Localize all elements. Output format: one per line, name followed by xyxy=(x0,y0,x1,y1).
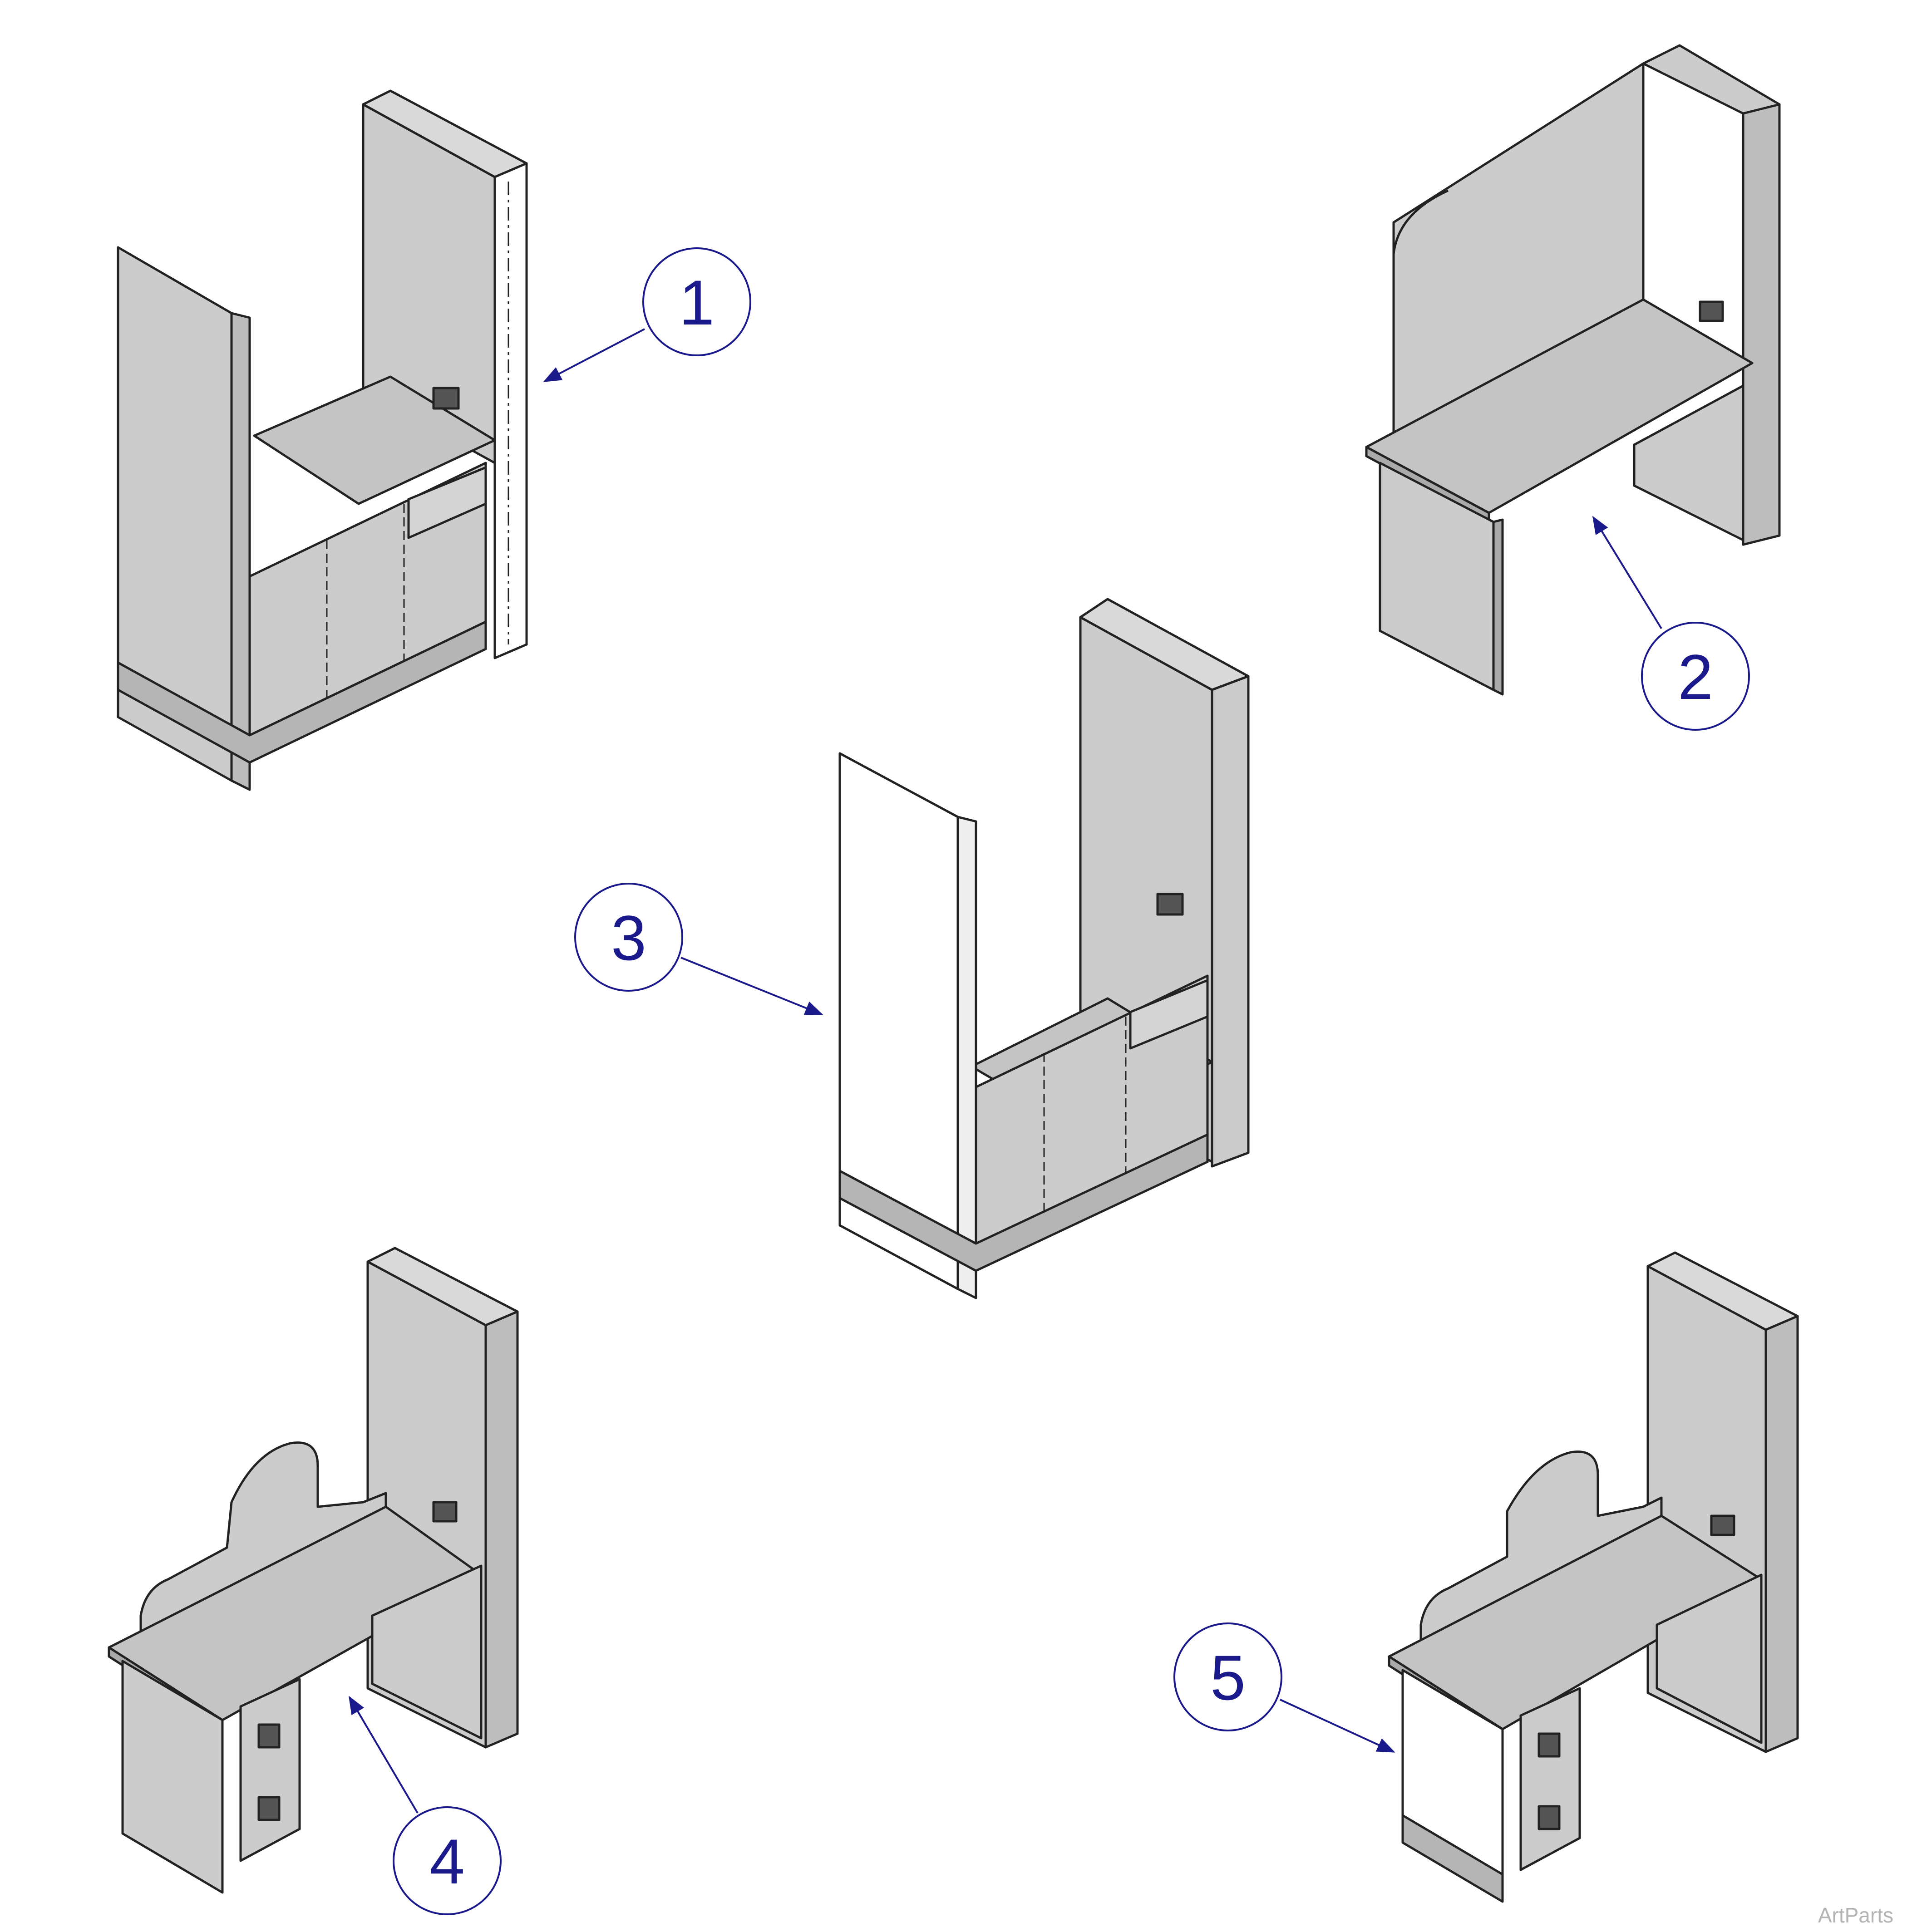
pedestal xyxy=(121,1660,224,1894)
assembly-1 xyxy=(117,89,528,791)
end-panel-left-edge xyxy=(230,312,251,791)
outlet-icon xyxy=(432,1501,458,1523)
assembly-2 xyxy=(1365,44,1781,696)
assembly-5 xyxy=(1388,1251,1799,1903)
outlet-icon xyxy=(432,387,460,410)
outlet-icon xyxy=(1699,300,1724,322)
callout-3[interactable]: 3 xyxy=(574,883,823,1015)
pedestal-base xyxy=(1401,1814,1504,1903)
tower-front-panel[interactable] xyxy=(493,162,528,659)
drawer[interactable] xyxy=(407,466,487,539)
assembly-4 xyxy=(108,1247,519,1894)
callout-4[interactable]: 4 xyxy=(348,1696,502,1915)
end-panel-edge xyxy=(956,816,977,1299)
modesty-panel xyxy=(371,1564,483,1740)
callout-2[interactable]: 2 xyxy=(1592,516,1750,731)
pedestal-door[interactable] xyxy=(239,1678,301,1862)
assembly-3 xyxy=(838,598,1250,1299)
callout-leader xyxy=(1280,1699,1395,1753)
pedestal-door xyxy=(1519,1687,1581,1871)
back-panel-curve xyxy=(1392,189,1449,436)
watermark: ArtParts xyxy=(1818,1903,1893,1927)
callout-label: 2 xyxy=(1678,641,1713,713)
callout-circle xyxy=(1173,1622,1282,1731)
modesty-panel xyxy=(1656,1573,1763,1744)
callout-label: 5 xyxy=(1210,1642,1246,1713)
callout-label: 4 xyxy=(429,1826,465,1897)
drawer xyxy=(1129,979,1209,1050)
callout-circle xyxy=(574,883,683,992)
side-tower-front[interactable] xyxy=(1742,103,1781,546)
callout-leader xyxy=(543,328,645,382)
vent-icon xyxy=(257,1723,281,1749)
modesty-panel xyxy=(1633,384,1744,541)
outlet-icon xyxy=(1710,1514,1735,1536)
callout-leader xyxy=(1592,516,1662,629)
callout-leader xyxy=(348,1696,419,1814)
toe-kick xyxy=(117,620,487,764)
callout-1[interactable]: 1 xyxy=(543,247,751,382)
vent-icon xyxy=(257,1796,281,1821)
tower-front-panel xyxy=(484,1310,519,1749)
callout-label: 1 xyxy=(679,267,715,338)
leg-panel-edge xyxy=(1492,518,1504,696)
callout-label: 3 xyxy=(611,902,646,973)
tower-front-panel xyxy=(1211,675,1250,1168)
callout-circle xyxy=(1641,622,1750,731)
vent-icon xyxy=(1537,1805,1561,1830)
callout-5[interactable]: 5 xyxy=(1173,1622,1395,1753)
toe-kick xyxy=(838,1133,1209,1272)
callout-circle xyxy=(393,1806,502,1915)
tower-front-panel xyxy=(1764,1315,1799,1753)
callout-circle xyxy=(642,247,751,356)
outlet-icon xyxy=(1156,893,1184,916)
callout-leader xyxy=(680,957,823,1015)
vent-icon xyxy=(1537,1732,1561,1758)
